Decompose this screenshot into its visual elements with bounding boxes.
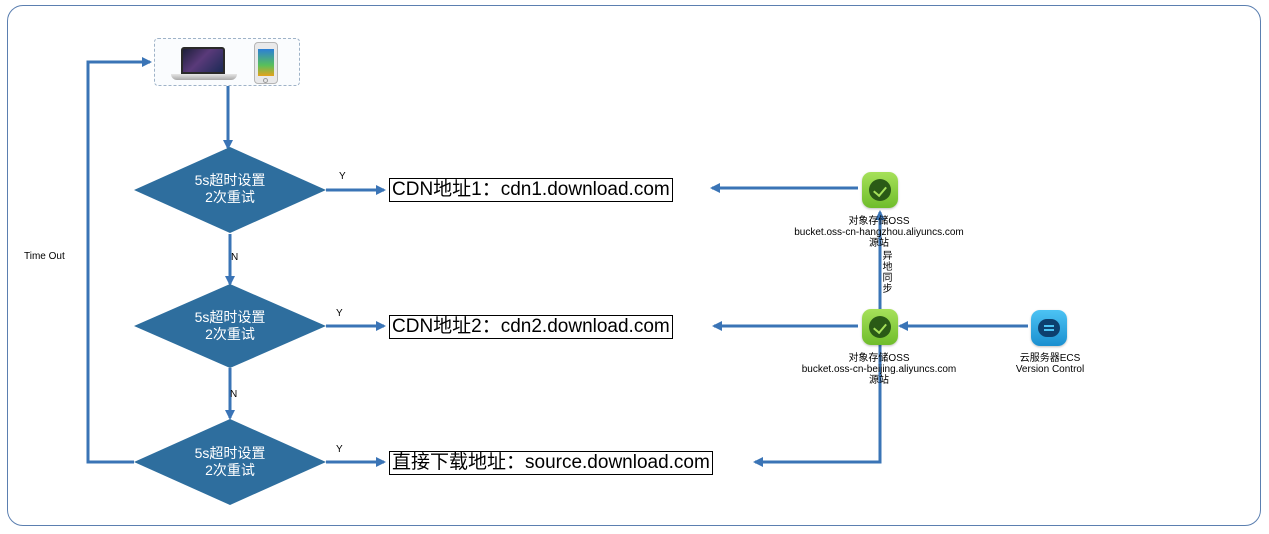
- oss1-bucket: bucket.oss-cn-hangzhou.aliyuncs.com: [794, 227, 964, 238]
- cloud-storage-icon: [862, 309, 898, 345]
- arrow-timeout-loop: [86, 57, 152, 464]
- oss1-label: 对象存储OSS bucket.oss-cn-hangzhou.aliyuncs.…: [774, 216, 984, 249]
- oss2-bucket: bucket.oss-cn-beijing.aliyuncs.com: [801, 364, 957, 375]
- ecs-title: 云服务器ECS: [1019, 353, 1081, 364]
- no-label-2: N: [230, 389, 238, 400]
- decision-diamond-3: [134, 419, 326, 505]
- arrow-oss2-to-source: [753, 345, 882, 467]
- smartphone-icon: [254, 42, 278, 84]
- oss2-label: 对象存储OSS bucket.oss-cn-beijing.aliyuncs.c…: [774, 353, 984, 386]
- decision-3-line2: 2次重试: [205, 462, 255, 478]
- client-devices: [154, 38, 300, 86]
- oss1-title: 对象存储OSS: [848, 216, 910, 227]
- oss2-title: 对象存储OSS: [848, 353, 910, 364]
- decision-2-label: 5s超时设置 2次重试: [130, 309, 330, 343]
- decision-diamond-1: [134, 147, 326, 233]
- decision-3-label: 5s超时设置 2次重试: [130, 445, 330, 479]
- cloud-server-icon: [1031, 310, 1067, 346]
- no-label-1: N: [231, 252, 239, 263]
- laptop-icon: [171, 47, 237, 81]
- yes-label-3: Y: [336, 444, 343, 455]
- yes-label-1: Y: [339, 171, 346, 182]
- ecs-subtitle: Version Control: [1015, 364, 1085, 375]
- decision-3-line1: 5s超时设置: [194, 445, 266, 461]
- sync-label: 异地同步: [882, 251, 893, 295]
- oss2-role: 源站: [869, 375, 889, 386]
- decision-1-label: 5s超时设置 2次重试: [130, 172, 330, 206]
- source-address: 直接下载地址：source.download.com: [389, 451, 713, 475]
- oss1-role: 源站: [869, 238, 889, 249]
- decision-2-line2: 2次重试: [205, 326, 255, 342]
- decision-1-line2: 2次重试: [205, 189, 255, 205]
- yes-label-2: Y: [336, 308, 343, 319]
- cdn2-address: CDN地址2：cdn2.download.com: [389, 315, 673, 339]
- decision-1-line1: 5s超时设置: [194, 172, 266, 188]
- timeout-label: Time Out: [24, 251, 65, 262]
- decision-diamond-2: [134, 284, 326, 368]
- cdn1-address: CDN地址1：cdn1.download.com: [389, 178, 673, 202]
- cloud-storage-icon: [862, 172, 898, 208]
- decision-2-line1: 5s超时设置: [194, 309, 266, 325]
- ecs-label: 云服务器ECS Version Control: [995, 353, 1105, 375]
